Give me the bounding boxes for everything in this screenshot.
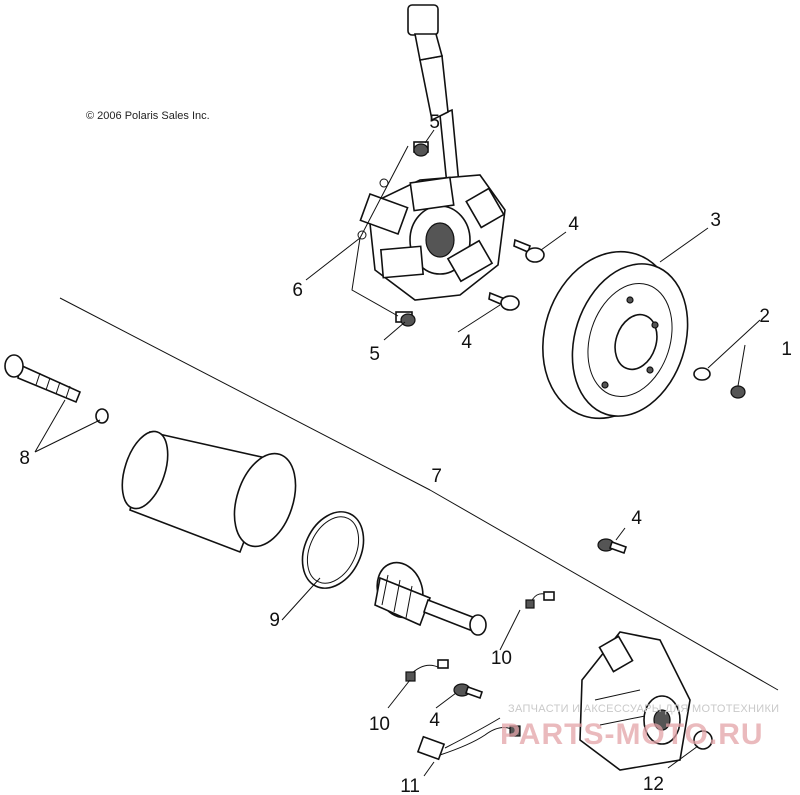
bolt-4-lower (453, 683, 484, 700)
callout-5-upper: 5 (429, 112, 440, 133)
callout-2: 2 (759, 306, 770, 327)
callout-4-lower: 4 (429, 710, 440, 731)
terminal-cable (416, 717, 521, 761)
screw-upper (413, 141, 429, 157)
screw-lower (395, 311, 416, 327)
callout-9: 9 (269, 610, 280, 631)
copyright-notice: © 2006 Polaris Sales Inc. (86, 110, 210, 122)
callout-4-upper: 4 (568, 214, 579, 235)
callout-11: 11 (400, 776, 420, 795)
starter-motor-housing (121, 430, 297, 554)
o-ring (301, 511, 365, 589)
callout-3: 3 (710, 210, 721, 231)
long-bolt (4, 354, 82, 404)
flywheel (542, 250, 689, 420)
watermark-logo: PARTS-MOTO.RU (500, 718, 764, 751)
callout-1: 1 (781, 339, 792, 360)
bolt-4-upper (513, 238, 545, 263)
callout-4-right: 4 (631, 508, 642, 529)
bolt-4-right (597, 538, 628, 555)
brush-wire-upper (525, 591, 555, 609)
washer (693, 367, 711, 381)
callout-12: 12 (643, 774, 664, 795)
starter-end-cover (579, 631, 691, 771)
watermark-tagline: ЗАПЧАСТИ И АКСЕССУАРЫ ДЛЯ МОТОТЕХНИКИ (508, 703, 779, 715)
bolt-4-middle (488, 291, 520, 311)
leader-lines (34, 129, 779, 777)
callout-5-lower: 5 (369, 344, 380, 365)
callout-7: 7 (431, 466, 442, 487)
small-oring-12 (693, 730, 713, 750)
stator-assembly (357, 4, 506, 301)
small-oring (95, 408, 109, 424)
callout-10-lower: 10 (369, 714, 390, 735)
nut (730, 385, 746, 399)
callout-4-middle: 4 (461, 332, 472, 353)
brush-wire-lower (405, 659, 449, 682)
callout-6: 6 (292, 280, 303, 301)
armature (374, 561, 487, 636)
callout-8: 8 (19, 448, 30, 469)
callout-10-upper: 10 (491, 648, 512, 669)
